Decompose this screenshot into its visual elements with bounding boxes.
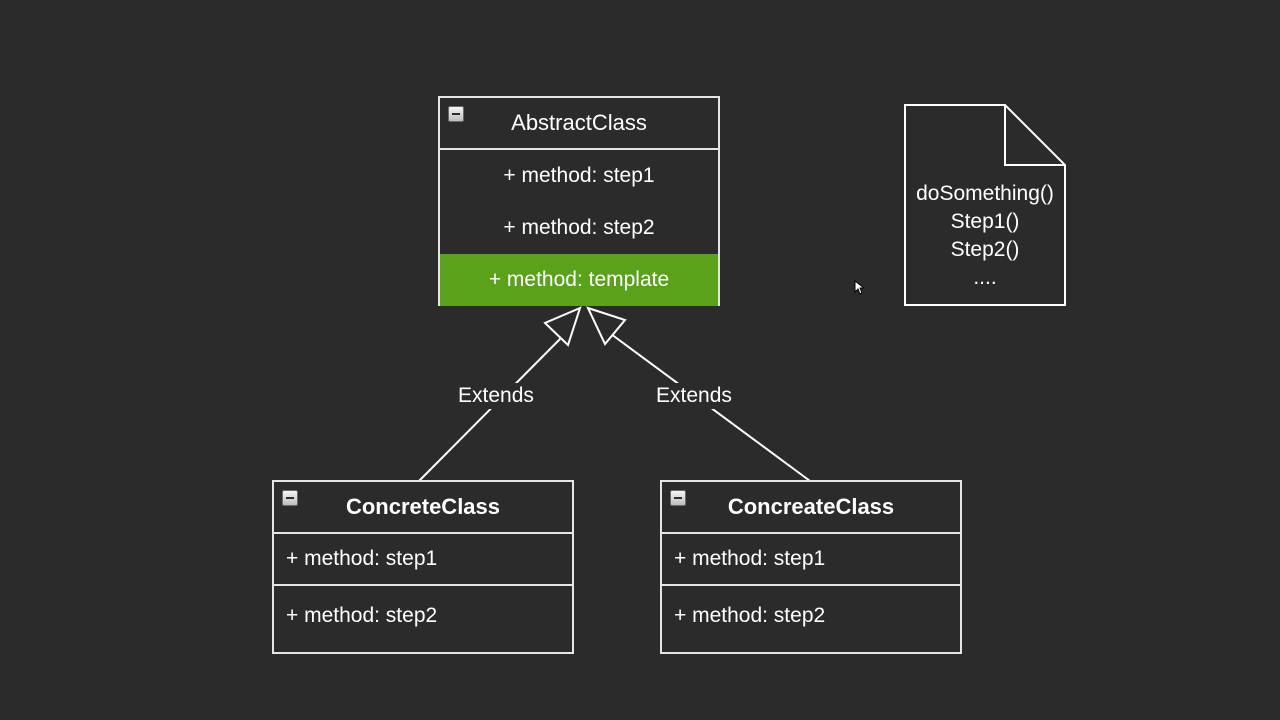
collapse-icon[interactable] [282,490,298,506]
concrete-class-left-name: ConcreteClass [345,494,501,519]
mouse-pointer-icon [854,280,864,295]
abstract-class-box[interactable]: AbstractClass + method: step1 + method: … [438,96,720,306]
collapse-icon[interactable] [670,490,686,506]
note-line: .... [973,266,997,289]
abstract-member-step1: + method: step1 [503,164,655,187]
concrete-class-right-box[interactable]: ConcreateClass + method: step1 + method:… [660,480,962,654]
note-line: Step1() [950,210,1020,233]
note-shape [904,104,1066,306]
concrete-class-right-header: ConcreateClass [662,482,960,534]
concrete-left-member-step1: + method: step1 [274,534,572,586]
collapse-icon[interactable] [448,106,464,122]
extends-label-right: Extends [654,383,734,409]
abstract-member-step2: + method: step2 [503,216,655,239]
concrete-left-member-step2: + method: step2 [286,604,438,627]
inheritance-arrow-left-icon [543,306,582,347]
concrete-class-right-name: ConcreateClass [727,494,895,519]
note-line: Step2() [950,238,1020,261]
concrete-class-left-box[interactable]: ConcreteClass + method: step1 + method: … [272,480,574,654]
concrete-right-member-step2: + method: step2 [674,604,826,627]
inheritance-arrow-right-icon [586,306,627,346]
abstract-class-header: AbstractClass [440,98,718,150]
abstract-class-name: AbstractClass [511,110,647,135]
note-line: doSomething() [916,182,1054,205]
extends-label-left: Extends [456,383,536,409]
note-text: doSomething() Step1() Step2() .... [904,180,1066,292]
abstract-member-template: + method: template [440,254,718,306]
concrete-right-member-step1: + method: step1 [662,534,960,586]
concrete-class-left-header: ConcreteClass [274,482,572,534]
note-box[interactable]: doSomething() Step1() Step2() .... [904,104,1066,306]
